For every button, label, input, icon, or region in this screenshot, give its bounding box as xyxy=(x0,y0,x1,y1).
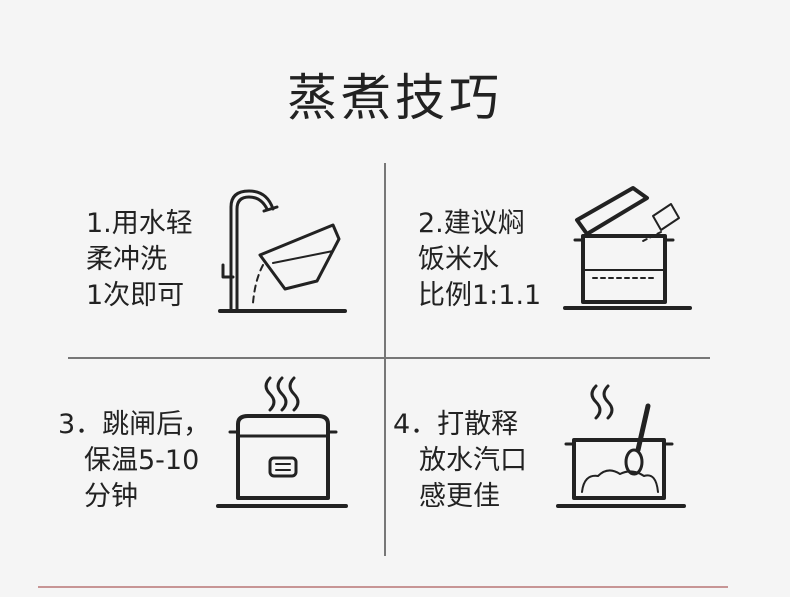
step-1-text: 1.用水轻 柔冲洗 1次即可 xyxy=(86,206,193,314)
page-title: 蒸煮技巧 xyxy=(287,69,503,127)
step-1-line-1: 1.用水轻 xyxy=(86,208,193,239)
step-3-text: 3．跳闸后， 保温5-10 分钟 xyxy=(58,407,210,515)
step-1-line-2: 柔冲洗 xyxy=(86,244,167,275)
horizontal-divider xyxy=(68,357,710,359)
step-2-line-2: 饭米水 xyxy=(418,244,499,275)
step-3-line-3: 分钟 xyxy=(84,481,138,512)
step-4-line-1: 4．打散释 xyxy=(393,409,519,440)
vertical-divider xyxy=(384,163,386,556)
step-3-line-2: 保温5-10 xyxy=(84,445,200,476)
step-2-text: 2.建议焖 饭米水 比例1:1.1 xyxy=(418,206,541,314)
step-2-line-1: 2.建议焖 xyxy=(418,208,525,239)
stirring-rice-pot-icon xyxy=(556,378,688,517)
step-3-line-1: 3．跳闸后， xyxy=(58,409,211,440)
step-4-text: 4．打散释 放水汽口 感更佳 xyxy=(393,407,527,515)
faucet-rinse-icon xyxy=(215,185,350,324)
step-2-line-3: 比例1:1.1 xyxy=(418,280,542,311)
bottom-red-divider xyxy=(38,586,728,588)
rice-cooker-steam-icon xyxy=(216,372,348,516)
pot-measuring-water-icon xyxy=(563,180,695,319)
step-4-line-2: 放水汽口 xyxy=(419,445,527,476)
step-1-line-3: 1次即可 xyxy=(86,280,185,311)
step-4-line-3: 感更佳 xyxy=(419,481,500,512)
